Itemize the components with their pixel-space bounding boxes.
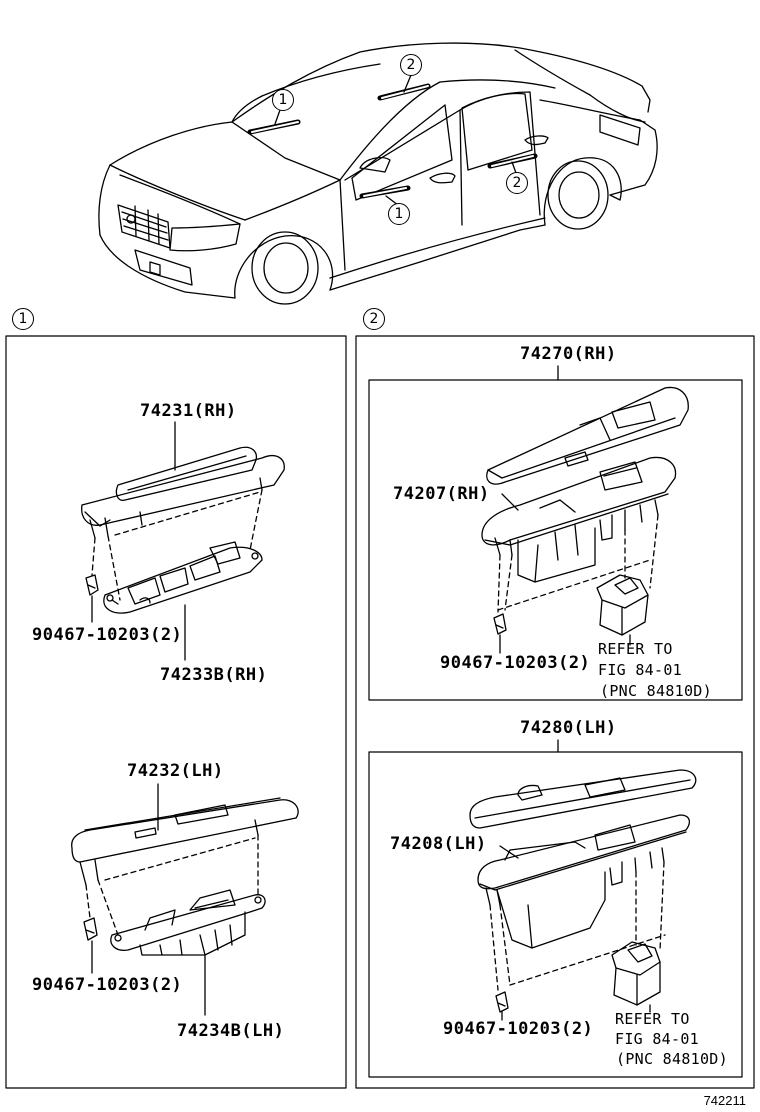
label-74231-rh: 74231(RH) (140, 401, 237, 421)
label-refer-lh-line3: (PNC 84810D) (616, 1050, 728, 1068)
label-74208-lh: 74208(LH) (390, 834, 487, 854)
label-74233b-rh: 74233B(RH) (160, 665, 268, 685)
label-clip-left-lh: 90467-10203(2) (32, 975, 183, 995)
car-illustration (98, 42, 658, 305)
clip-left-lh (83, 917, 98, 974)
part-74207-drawing (481, 456, 677, 583)
callout-1-windshield: 1 (272, 89, 294, 111)
label-clip-right-rh: 90467-10203(2) (440, 653, 591, 673)
part-74234b-drawing (110, 889, 266, 1016)
label-refer-rh-line1: REFER TO (598, 640, 673, 658)
right-panel-frame (355, 335, 755, 1089)
part-74233b-drawing (103, 541, 263, 661)
figure-number: 742211 (703, 1093, 746, 1108)
part-74208-drawing (477, 814, 691, 949)
lh-assy-frame (368, 751, 743, 1078)
label-clip-left-rh: 90467-10203(2) (32, 625, 183, 645)
part-74232-drawing (71, 783, 299, 886)
connector-lh (611, 941, 661, 1013)
label-74234b-lh: 74234B(LH) (177, 1021, 285, 1041)
part-74270-cover (486, 386, 689, 485)
label-refer-rh-line3: (PNC 84810D) (600, 682, 712, 700)
label-74207-rh: 74207(RH) (393, 484, 490, 504)
section-marker-2: 2 (363, 308, 385, 330)
label-74270-rh: 74270(RH) (520, 344, 617, 364)
part-74231-drawing (81, 421, 285, 539)
section-marker-1: 1 (12, 308, 34, 330)
rh-assy-frame (368, 379, 743, 701)
clip-left-rh (85, 574, 99, 623)
clip-right-rh (493, 613, 507, 654)
connector-rh (596, 574, 649, 646)
part-74280-cover (469, 769, 697, 829)
label-clip-right-lh: 90467-10203(2) (443, 1019, 594, 1039)
callout-2-rear-door: 2 (506, 172, 528, 194)
label-refer-rh-line2: FIG 84-01 (598, 661, 682, 679)
label-74280-lh: 74280(LH) (520, 718, 617, 738)
callout-1-door: 1 (388, 203, 410, 225)
label-refer-lh-line1: REFER TO (615, 1010, 690, 1028)
left-panel-frame (5, 335, 347, 1089)
callout-2-roof: 2 (400, 54, 422, 76)
clip-right-lh (495, 991, 509, 1021)
label-74232-lh: 74232(LH) (127, 761, 224, 781)
label-refer-lh-line2: FIG 84-01 (615, 1030, 699, 1048)
